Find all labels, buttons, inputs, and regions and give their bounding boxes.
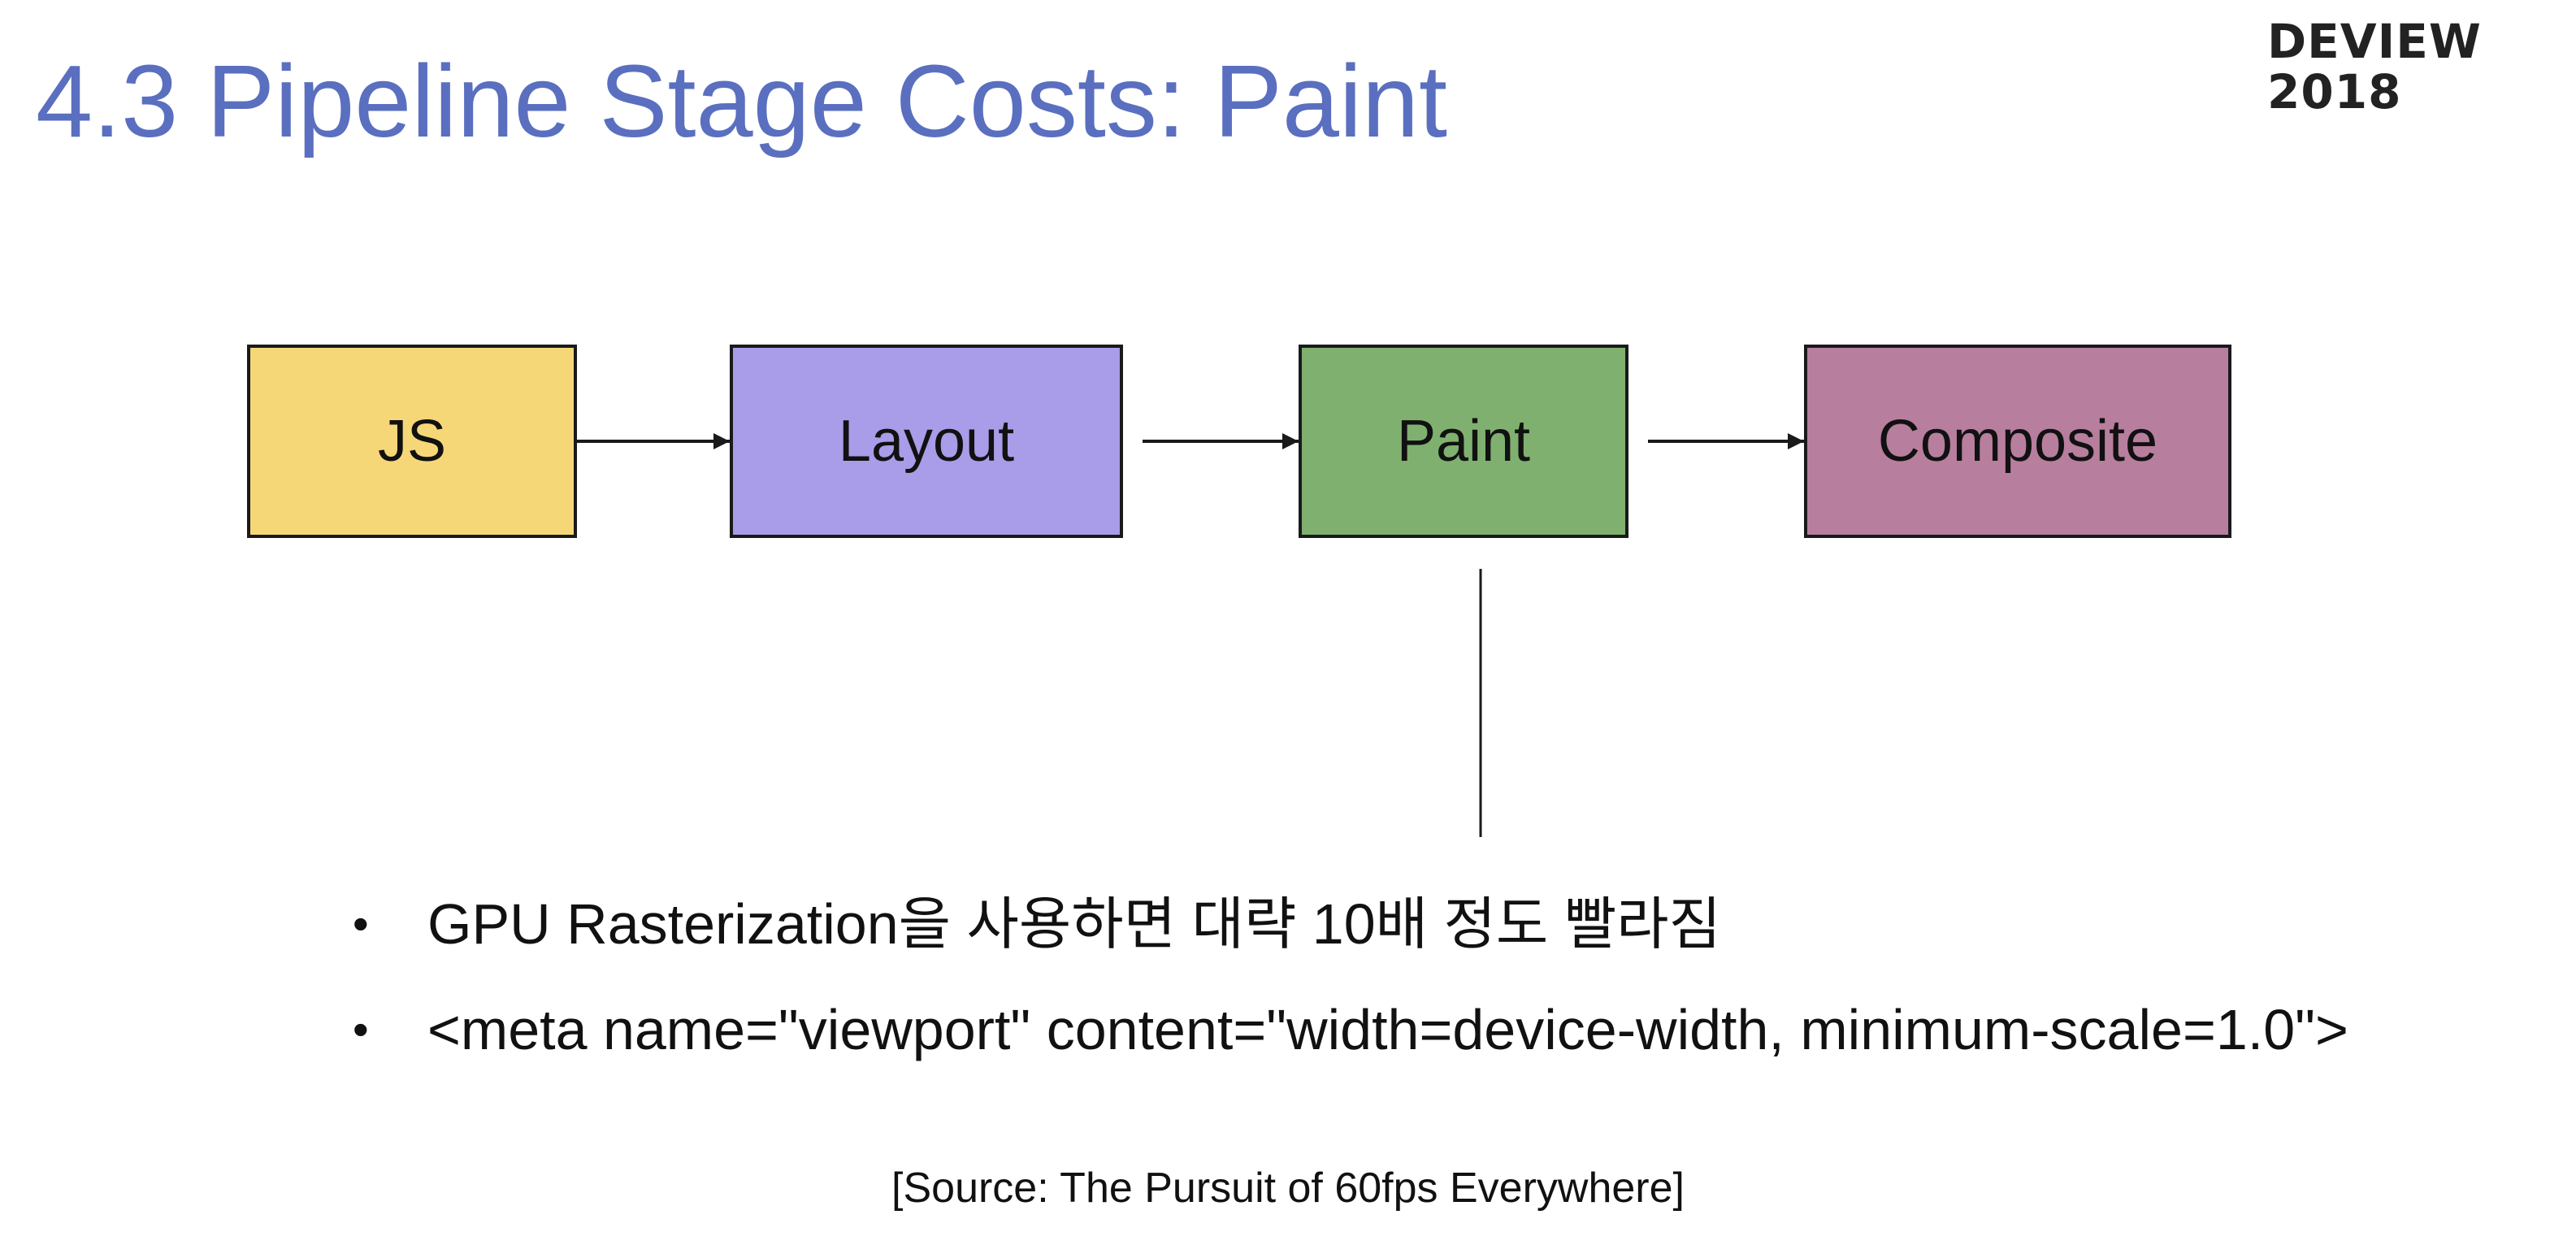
note-meta-viewport: <meta name="viewport" content="width=dev…	[427, 998, 2348, 1061]
stage-composite: Composite	[1804, 345, 2231, 538]
stage-layout: Layout	[730, 345, 1123, 538]
logo-line-2: 2018	[2267, 64, 2402, 119]
stage-js: JS	[247, 345, 577, 538]
slide-title: 4.3 Pipeline Stage Costs: Paint	[36, 44, 1448, 158]
list-item: • GPU Rasterization을 사용하면 대략 10배 정도 빨라짐	[345, 891, 2348, 957]
note-gpu-rasterization: GPU Rasterization을 사용하면 대략 10배 정도 빨라짐	[427, 892, 1721, 956]
source-citation: [Source: The Pursuit of 60fps Everywhere…	[891, 1165, 1685, 1212]
bullet-marker: •	[353, 898, 369, 949]
list-item: • <meta name="viewport" content="width=d…	[345, 996, 2348, 1063]
bullet-marker: •	[353, 1004, 369, 1055]
stage-paint: Paint	[1299, 345, 1628, 538]
deview-logo: DEVIEW 2018	[2267, 16, 2482, 117]
paint-notes-list: • GPU Rasterization을 사용하면 대략 10배 정도 빨라짐 …	[345, 891, 2348, 1102]
logo-line-1: DEVIEW	[2267, 14, 2482, 69]
